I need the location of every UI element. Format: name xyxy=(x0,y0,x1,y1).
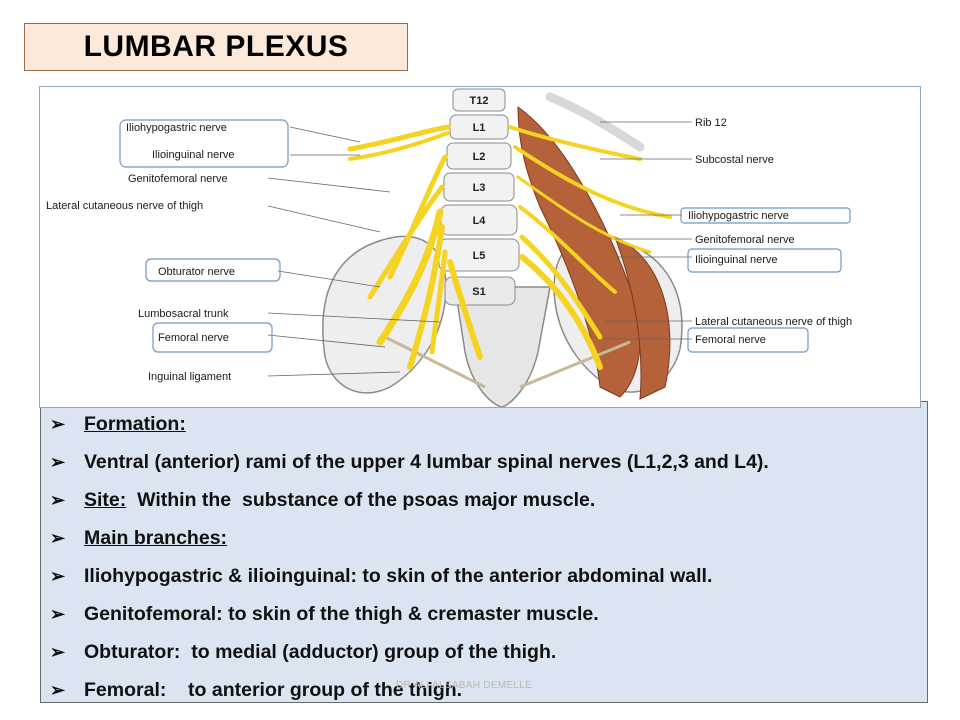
vertebra-label-t12: T12 xyxy=(470,95,489,107)
vertebral-column xyxy=(438,88,520,306)
left-nerve-label: Inguinal ligament xyxy=(148,371,231,383)
bullet-item: ➢ Femoral: to anterior group of the thigh… xyxy=(50,671,920,709)
bullet-heading: Formation: xyxy=(84,413,186,435)
bullet-text: Iliohypogastric & ilioinguinal: to skin … xyxy=(84,565,713,587)
bullet-item: ➢ Formation: xyxy=(50,405,920,443)
bullet-item: ➢ Genitofemoral: to skin of the thigh & c… xyxy=(50,595,920,633)
right-nerve-label: Iliohypogastric nerve xyxy=(688,210,789,222)
arrow-bullet-icon: ➢ xyxy=(50,680,66,700)
bullet-list: ➢ Formation: ➢ Ventral (anterior) rami of t… xyxy=(50,405,920,709)
slide-title: LUMBAR PLEXUS xyxy=(24,23,408,71)
left-nerve-label: Lumbosacral trunk xyxy=(138,308,229,320)
arrow-bullet-icon: ➢ xyxy=(50,452,66,472)
sacrum xyxy=(454,286,551,407)
text-panel xyxy=(40,401,928,703)
vertebra-label-s1: S1 xyxy=(472,286,485,298)
arrow-bullet-icon: ➢ xyxy=(50,414,66,434)
vertebra-label-l2: L2 xyxy=(473,151,486,163)
bullet-item: ➢ Ventral (anterior) rami of the upper 4 … xyxy=(50,443,920,481)
bullet-text: Femoral: to anterior group of the thigh. xyxy=(84,679,463,701)
vertebra-label-l4: L4 xyxy=(473,215,487,227)
psoas-muscle xyxy=(517,106,641,398)
rib-12 xyxy=(545,92,645,152)
bullet-text: Genitofemoral: to skin of the thigh & cr… xyxy=(84,603,599,625)
bullet-item: ➢ Main branches: xyxy=(50,519,920,557)
vertebra-label-l5: L5 xyxy=(473,250,486,262)
bullet-text: Obturator: to medial (adductor) group of… xyxy=(84,641,557,663)
left-nerve-label: Obturator nerve xyxy=(158,266,235,278)
label-box-ilio-left xyxy=(119,119,289,168)
arrow-bullet-icon: ➢ xyxy=(50,490,66,510)
left-nerve-label: Genitofemoral nerve xyxy=(128,173,228,185)
label-box-femoral-right xyxy=(687,327,809,353)
left-nerve-label: Lateral cutaneous nerve of thigh xyxy=(46,200,203,212)
arrow-bullet-icon: ➢ xyxy=(50,566,66,586)
label-box-obturator xyxy=(145,258,281,282)
label-box-ilioing-right xyxy=(687,248,842,273)
left-nerve-label: Femoral nerve xyxy=(158,332,229,344)
vertebra-label-l3: L3 xyxy=(473,182,486,194)
right-nerve-label: Lateral cutaneous nerve of thigh xyxy=(695,316,852,328)
arrow-bullet-icon: ➢ xyxy=(50,604,66,624)
label-box-femoral-left xyxy=(152,322,273,353)
bullet-item: ➢ Iliohypogastric & ilioinguinal: to skin… xyxy=(50,557,920,595)
right-nerve-label: Ilioinguinal nerve xyxy=(695,254,778,266)
left-nerve-label: Ilioinguinal nerve xyxy=(152,149,235,161)
label-box-iliohypo-right xyxy=(680,207,851,224)
nerves xyxy=(347,124,672,370)
left-nerve-label: Iliohypogastric nerve xyxy=(126,122,227,134)
bullet-item: ➢ Obturator: to medial (adductor) group o… xyxy=(50,633,920,671)
footer-watermark: DR ALI ALSABAH DEMELLE xyxy=(396,680,533,691)
bullet-heading: Site: xyxy=(84,489,127,511)
right-nerve-label: Femoral nerve xyxy=(695,334,766,346)
arrow-bullet-icon: ➢ xyxy=(50,642,66,662)
right-nerve-label: Rib 12 xyxy=(695,117,727,129)
bullet-text: Ventral (anterior) rami of the upper 4 l… xyxy=(84,451,769,473)
right-nerve-label: Subcostal nerve xyxy=(695,154,774,166)
iliacus-muscle xyxy=(614,236,671,400)
bullet-item: ➢ Site: Within the substance of the psoas… xyxy=(50,481,920,519)
bullet-text: Within the substance of the psoas major … xyxy=(126,489,596,511)
arrow-bullet-icon: ➢ xyxy=(50,528,66,548)
bullet-heading: Main branches: xyxy=(84,527,228,549)
vertebra-label-l1: L1 xyxy=(473,122,486,134)
right-nerve-label: Genitofemoral nerve xyxy=(695,234,795,246)
